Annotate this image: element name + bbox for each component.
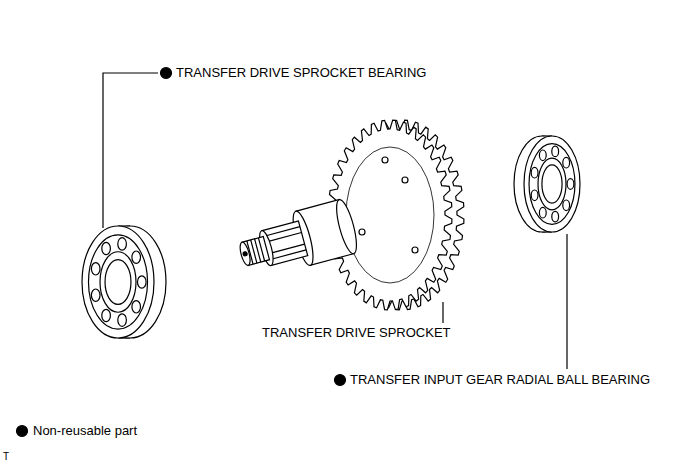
legend-text: Non-reusable part	[33, 423, 137, 439]
leader-line	[103, 73, 158, 228]
leader-line	[442, 302, 443, 323]
non-reusable-mark	[17, 426, 28, 437]
non-reusable-mark	[161, 68, 172, 79]
sprocket-shaft	[234, 198, 361, 282]
leader-line	[566, 234, 567, 369]
ball-bearing	[514, 136, 580, 232]
part-name: TRANSFER INPUT GEAR RADIAL BALL BEARING	[350, 372, 650, 388]
non-reusable-mark	[335, 375, 346, 386]
part-name: TRANSFER DRIVE SPROCKET	[262, 325, 451, 341]
part-name: TRANSFER DRIVE SPROCKET BEARING	[176, 65, 426, 81]
figure-code: T	[3, 449, 9, 465]
ball-bearing	[82, 226, 166, 338]
drive-sprocket	[328, 120, 464, 310]
